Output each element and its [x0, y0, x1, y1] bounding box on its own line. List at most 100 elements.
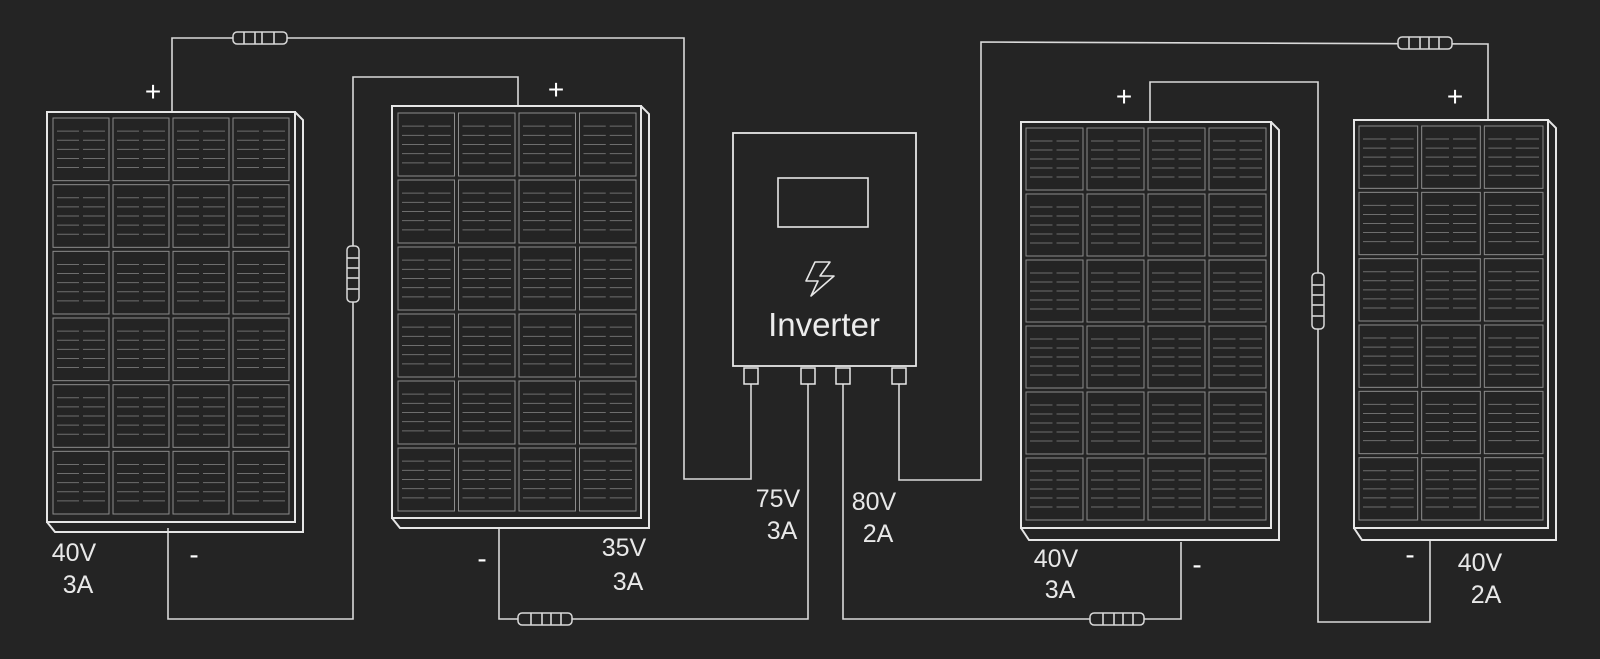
- panel-1-current: 3A: [63, 571, 94, 599]
- wire-panel2-plus-to-panel1-minus: [167, 76, 519, 620]
- solar-cell: [458, 447, 516, 512]
- solar-cell: [1147, 457, 1206, 521]
- solar-cell: [1421, 125, 1481, 189]
- inverter-display: [777, 177, 869, 228]
- solar-cell: [52, 250, 110, 315]
- solar-cell: [172, 450, 230, 515]
- solar-cell: [1025, 193, 1084, 257]
- terminal-4: [891, 367, 907, 385]
- panel-4-minus: -: [1405, 539, 1414, 570]
- solar-cell: [518, 380, 576, 445]
- solar-cell: [232, 384, 290, 448]
- solar-cell: [397, 179, 455, 244]
- solar-cell: [112, 384, 170, 448]
- wires: [167, 37, 1489, 623]
- solar-cell: [1358, 390, 1419, 455]
- solar-panel-4: [1353, 119, 1557, 541]
- solar-cell: [172, 384, 230, 448]
- solar-cell: [397, 447, 455, 512]
- panel-1-voltage: 40V: [52, 539, 97, 567]
- solar-cell: [1358, 457, 1419, 521]
- solar-cell: [1358, 125, 1419, 189]
- panel-3-voltage: 40V: [1034, 545, 1079, 573]
- solar-cell: [518, 179, 576, 244]
- inverter: Inverter: [732, 132, 917, 385]
- solar-cell: [112, 450, 170, 515]
- solar-cell: [1483, 125, 1544, 189]
- solar-cell: [1421, 457, 1481, 521]
- solar-cell: [518, 112, 576, 177]
- solar-cell: [52, 117, 110, 182]
- panel-4-current: 2A: [1471, 581, 1502, 609]
- left-string-current: 3A: [767, 517, 798, 545]
- solar-cell: [1208, 193, 1267, 257]
- solar-cell: [52, 384, 110, 448]
- solar-cell: [52, 184, 110, 248]
- right-string-current: 2A: [863, 520, 894, 548]
- solar-cell: [1208, 325, 1267, 389]
- solar-cell: [579, 179, 637, 244]
- solar-cell: [518, 246, 576, 311]
- solar-cell: [52, 317, 110, 382]
- solar-cell: [172, 117, 230, 182]
- solar-cell: [1147, 193, 1206, 257]
- solar-panel-3: [1020, 121, 1280, 541]
- panel-2-plus: +: [548, 74, 564, 105]
- wire-panel1-plus-to-inverter: [171, 37, 752, 480]
- solar-cell: [1358, 258, 1419, 322]
- solar-cell: [232, 250, 290, 315]
- fuse-top-right: [1397, 36, 1453, 50]
- solar-cell: [1208, 391, 1267, 455]
- solar-cell: [1208, 127, 1267, 191]
- solar-cell: [1086, 457, 1145, 521]
- inverter-label: Inverter: [768, 306, 880, 343]
- solar-cell: [1421, 258, 1481, 322]
- solar-cell: [1358, 191, 1419, 256]
- solar-cell: [579, 246, 637, 311]
- solar-cell: [1208, 457, 1267, 521]
- panel-4-plus: +: [1447, 81, 1463, 112]
- polarity-signs: + - + - + - + -: [145, 74, 1463, 580]
- wire-panel3-minus-to-inverter: [842, 382, 1182, 620]
- panel-ratings: 40V 3A 35V 3A 40V 3A 40V 2A: [52, 534, 1503, 609]
- solar-cell: [1421, 191, 1481, 256]
- solar-cell: [172, 184, 230, 248]
- solar-cell: [232, 317, 290, 382]
- solar-cell: [397, 112, 455, 177]
- solar-cell: [232, 117, 290, 182]
- solar-cell: [518, 447, 576, 512]
- solar-cell: [1086, 127, 1145, 191]
- solar-cell: [397, 246, 455, 311]
- fuse-bottom-left: [517, 612, 573, 626]
- wire-panel2-minus-to-inverter: [498, 382, 809, 620]
- terminal-1: [743, 367, 759, 385]
- solar-cell: [1086, 391, 1145, 455]
- solar-cell: [1086, 325, 1145, 389]
- solar-cell: [458, 313, 516, 378]
- solar-cell: [518, 313, 576, 378]
- fuse-top-left: [232, 31, 288, 45]
- fuse-vertical-right: [1311, 272, 1325, 330]
- panel-3-current: 3A: [1045, 576, 1076, 604]
- solar-cell: [458, 112, 516, 177]
- terminal-3: [835, 367, 851, 385]
- solar-cell: [397, 313, 455, 378]
- solar-cell: [1421, 390, 1481, 455]
- solar-cell: [172, 317, 230, 382]
- solar-cell: [1483, 324, 1544, 388]
- wire-panel3-plus-to-panel4-minus: [1149, 81, 1431, 623]
- panel-1-plus: +: [145, 76, 161, 107]
- solar-cell: [579, 380, 637, 445]
- fuses: [232, 31, 1453, 626]
- solar-cell: [1025, 457, 1084, 521]
- solar-cell: [579, 313, 637, 378]
- solar-cell: [232, 450, 290, 515]
- solar-cell: [1147, 259, 1206, 323]
- solar-cell: [1086, 259, 1145, 323]
- panel-2-voltage: 35V: [602, 534, 647, 562]
- solar-cell: [1483, 258, 1544, 322]
- solar-cell: [1025, 391, 1084, 455]
- panel-1-minus: -: [189, 539, 198, 570]
- solar-cell: [458, 380, 516, 445]
